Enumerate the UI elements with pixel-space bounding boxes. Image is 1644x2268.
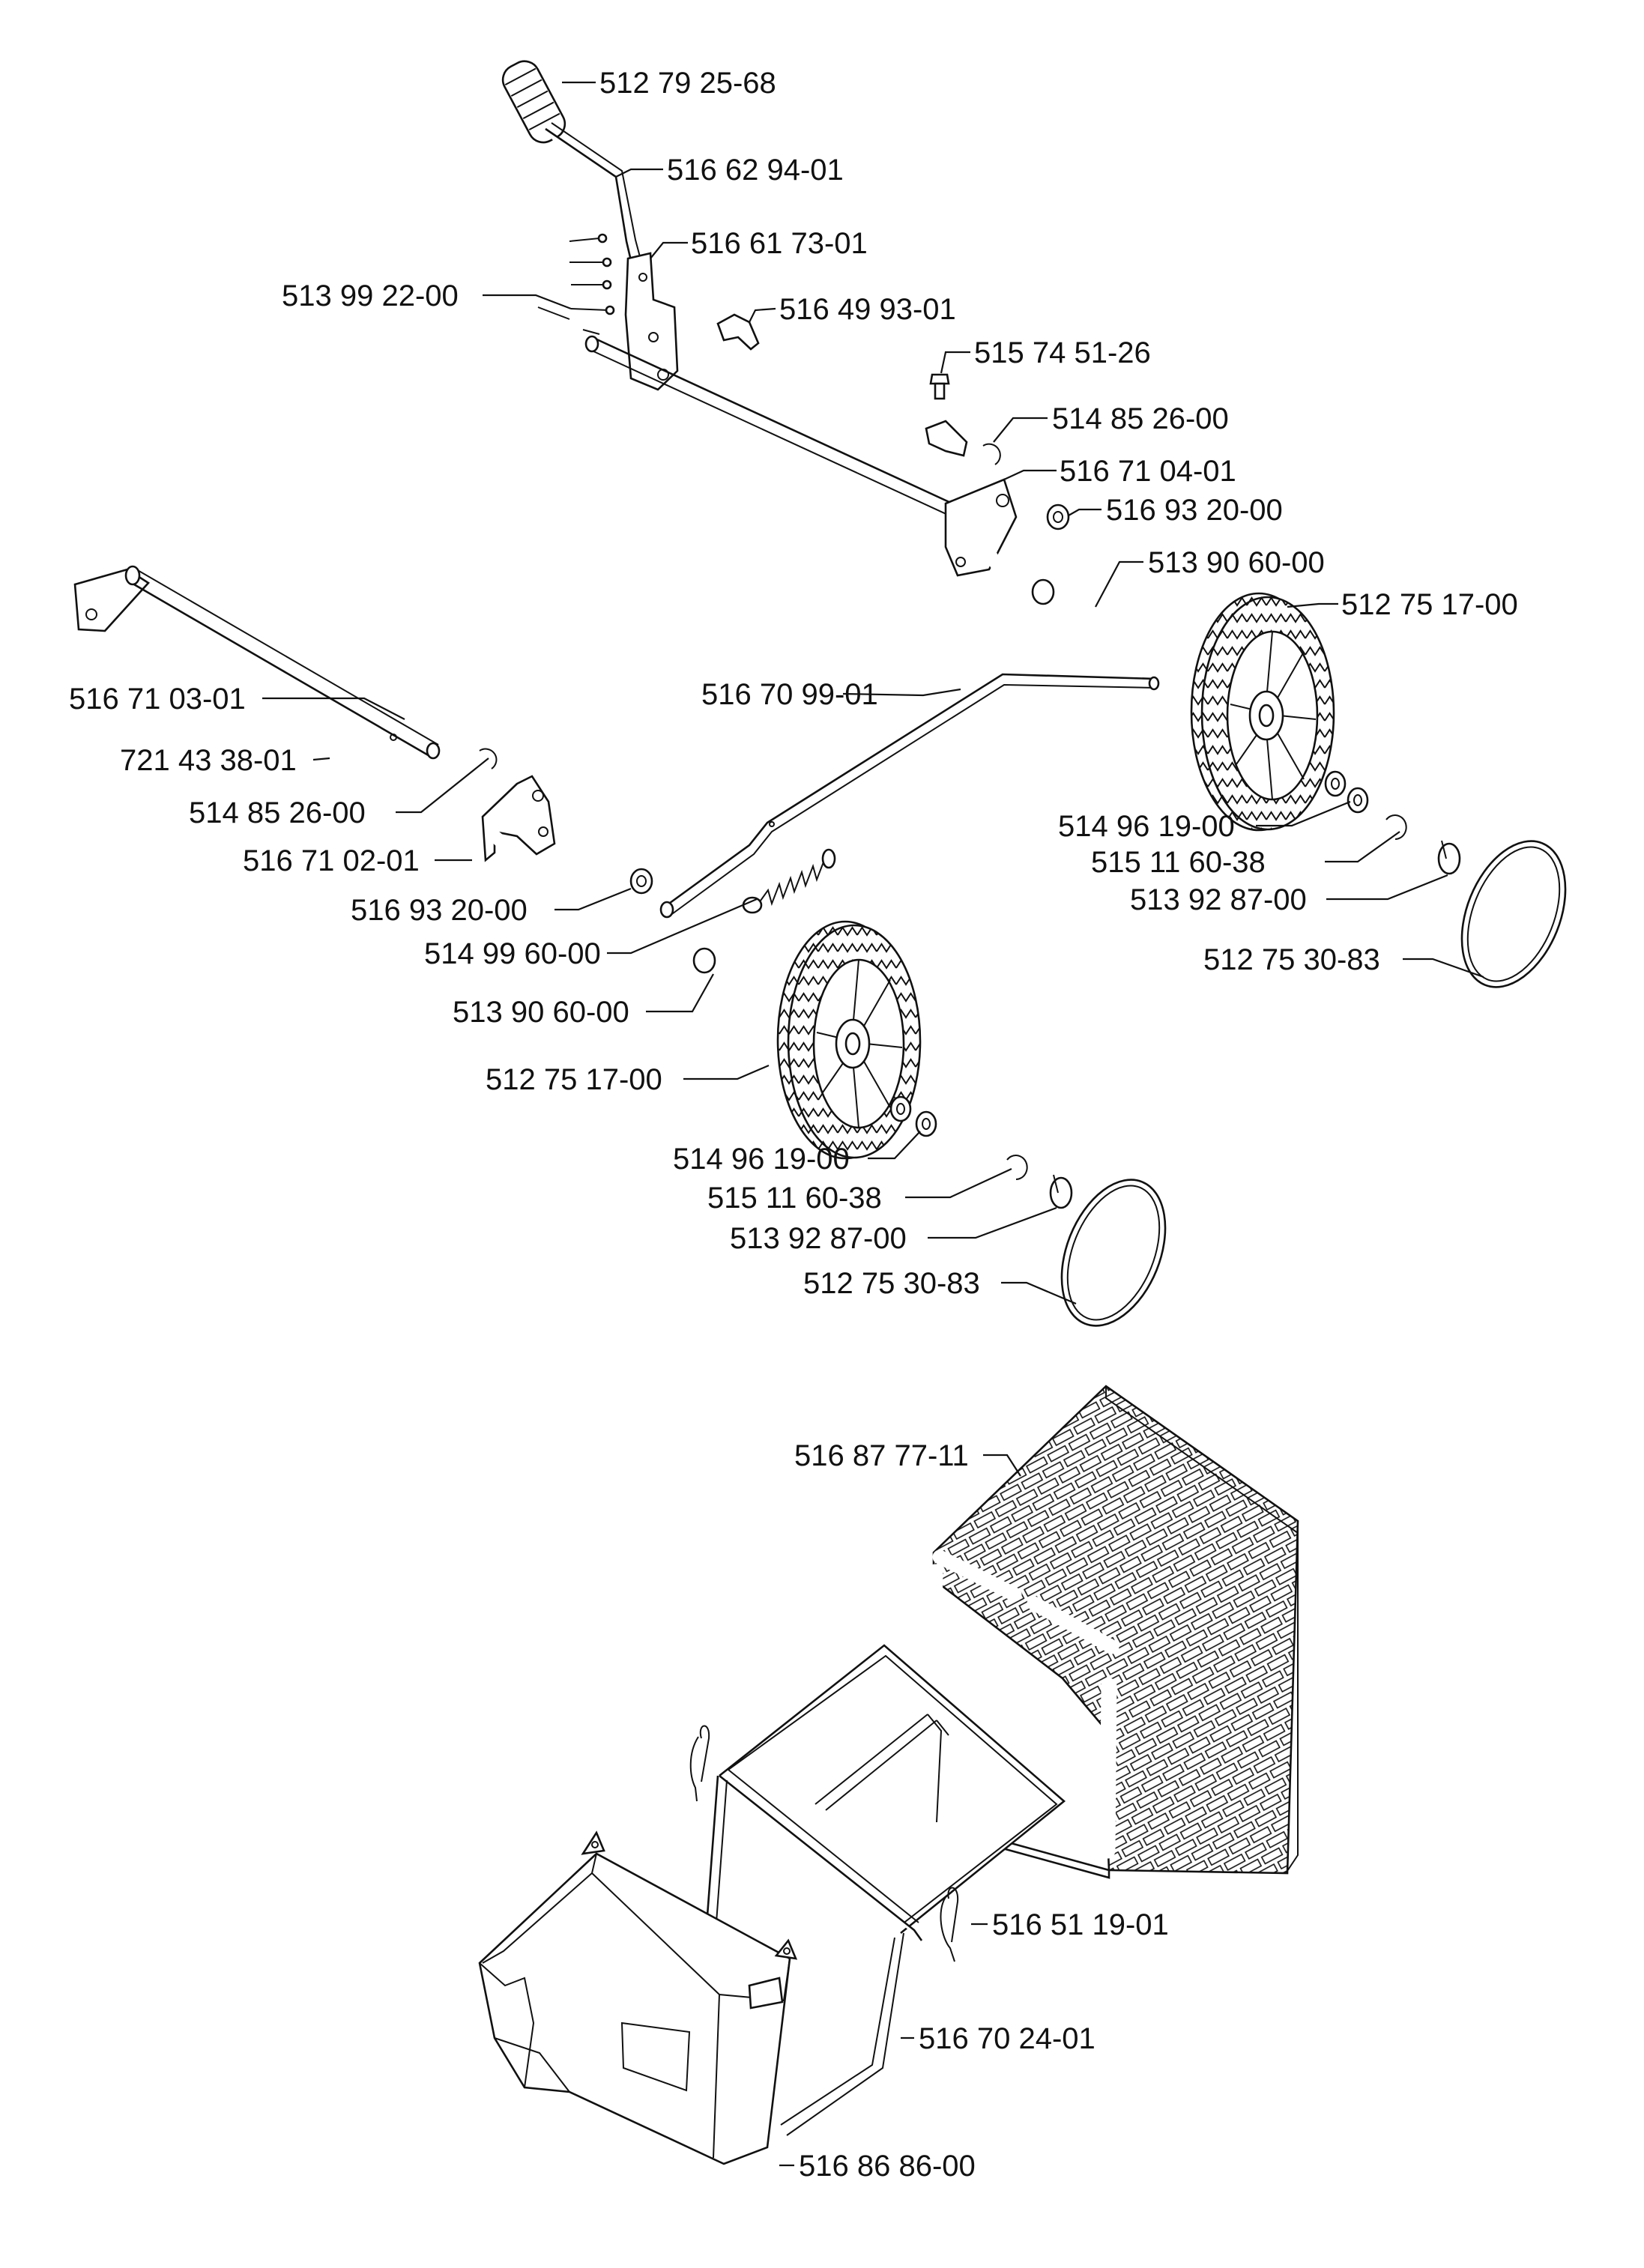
callout-screw: 515 74 51-26 — [974, 336, 1151, 369]
tyre-ring-right — [1460, 840, 1567, 988]
callout-washers-right: 514 96 19-00 — [1058, 810, 1235, 843]
callout-wheel-right: 512 75 17-00 — [1341, 588, 1518, 621]
leader-lines — [262, 81, 1484, 2167]
callout-bag-bottom: 516 86 86-00 — [799, 2150, 976, 2183]
callout-pin: 721 43 38-01 — [120, 744, 297, 777]
washer-left — [629, 868, 653, 895]
axle-rod — [41, 565, 441, 760]
callout-bracket-left: 516 71 02-01 — [243, 844, 420, 877]
callout-lever-plate: 516 61 73-01 — [691, 227, 868, 260]
axle-pin-left — [692, 947, 761, 997]
circlip-left — [1006, 1155, 1028, 1180]
callout-spring: 514 99 60-00 — [424, 937, 601, 970]
pin — [327, 750, 354, 764]
callout-circlip-left: 515 11 60-38 — [707, 1182, 882, 1215]
callout-tyre-ring-right: 512 75 30-83 — [1203, 943, 1380, 976]
callout-bag-frame: 516 70 24-01 — [919, 2022, 1096, 2055]
washers-right — [1324, 770, 1369, 814]
clip-left — [479, 748, 498, 769]
callout-clip-right: 514 85 26-00 — [1052, 402, 1229, 435]
spring — [742, 848, 836, 914]
callout-bracket-right: 516 71 04-01 — [1060, 455, 1236, 488]
callout-hair-pin: 516 51 19-01 — [992, 1908, 1169, 1941]
callout-lever: 516 62 94-01 — [667, 154, 844, 187]
axle-pin-right — [1031, 578, 1104, 629]
callout-rivets: 513 99 22-00 — [282, 279, 459, 312]
rivets — [537, 233, 615, 335]
hubcap-right — [1437, 840, 1461, 875]
clip-right — [925, 420, 1001, 465]
washer-right-hole — [1053, 511, 1063, 523]
tyre-ring-left — [1060, 1179, 1167, 1327]
callout-hubcap-right: 513 92 87-00 — [1130, 883, 1307, 916]
wheel-right — [1190, 592, 1335, 832]
screw — [929, 373, 950, 400]
callout-tyre-ring-left: 512 75 30-83 — [803, 1267, 980, 1300]
hair-pin — [940, 1887, 959, 1962]
callout-axle-pin-right: 513 90 60-00 — [1148, 546, 1325, 579]
washer-right — [1046, 504, 1070, 530]
hair-pin-left — [689, 1725, 710, 1802]
callout-hubcap-left: 513 92 87-00 — [730, 1222, 907, 1255]
callout-clip-left: 514 85 26-00 — [189, 796, 366, 829]
callout-washers-left: 514 96 19-00 — [673, 1143, 850, 1176]
washer-left-hole — [636, 875, 647, 887]
bracket-right — [944, 478, 1018, 591]
callout-circlip-right: 515 11 60-38 — [1091, 846, 1266, 879]
hubcap-left — [1049, 1174, 1073, 1209]
lever — [545, 122, 642, 264]
callout-wheel-left: 512 75 17-00 — [486, 1063, 662, 1096]
link-rod — [659, 673, 1160, 919]
callout-grass-bag: 516 87 77-11 — [794, 1439, 969, 1472]
clip-top — [716, 313, 760, 351]
bracket-left — [467, 775, 556, 879]
wheel-left — [776, 920, 922, 1160]
washers-left — [889, 1095, 937, 1137]
callout-axle-pin-left: 513 90 60-00 — [453, 996, 629, 1029]
bag-bottom — [478, 1830, 798, 2165]
circlip-right — [1385, 814, 1407, 840]
callout-washer-left: 516 93 20-00 — [351, 894, 528, 927]
callout-clip-top: 516 49 93-01 — [779, 293, 956, 326]
callout-axle-rod: 516 71 03-01 — [69, 683, 246, 716]
upper-axle — [584, 335, 982, 530]
callout-link-rod: 516 70 99-01 — [701, 678, 878, 711]
callout-handle-grip: 512 79 25-68 — [599, 67, 776, 100]
handle-grip — [501, 60, 566, 144]
callout-washer-right: 516 93 20-00 — [1106, 494, 1283, 527]
